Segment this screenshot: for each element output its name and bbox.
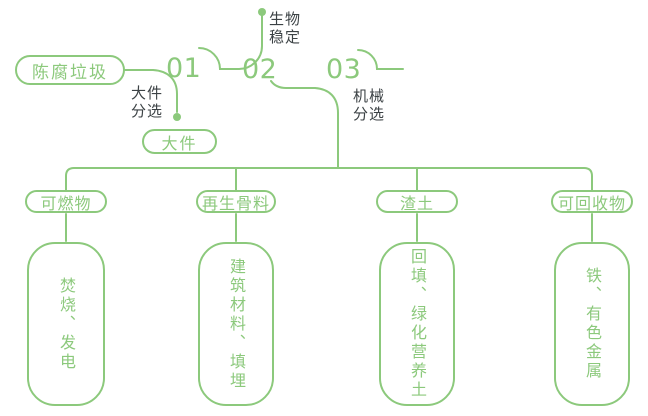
result-text-metals: 铁、有色金属 — [583, 267, 602, 381]
category-pill-recyclables: 可回收物 — [551, 190, 633, 213]
terminal-dot-bio — [258, 8, 266, 16]
wire-02-bio-branch — [238, 15, 263, 70]
result-text-backfill: 回填、绿化营养土 — [408, 248, 427, 400]
category-pill-recycled-aggregate: 再生骨料 — [196, 190, 276, 213]
wire-01-to-large-item — [152, 69, 178, 113]
source-pill: 陈腐垃圾 — [15, 55, 125, 85]
step-number-01: 01 — [166, 53, 202, 84]
process-label-bulky-sorting: 大件分选 — [131, 84, 164, 120]
result-pill-incineration: 焚烧、发电 — [27, 242, 105, 406]
category-pill-combustibles: 可燃物 — [25, 190, 107, 213]
category-pill-slag-soil: 渣土 — [376, 190, 458, 213]
wire-03-arc — [357, 49, 404, 70]
terminal-dot-large-item — [173, 113, 181, 121]
wire-distribution-bus — [65, 167, 593, 191]
step-number-02: 02 — [242, 54, 278, 85]
result-pill-building-materials: 建筑材料、填埋 — [198, 242, 274, 406]
process-label-bio-stabilization: 生物稳定 — [269, 10, 302, 46]
result-text-incineration: 焚烧、发电 — [57, 276, 76, 372]
result-pill-backfill: 回填、绿化营养土 — [379, 242, 455, 406]
result-pill-metals: 铁、有色金属 — [554, 242, 630, 406]
wire-02-to-distribution — [270, 80, 339, 169]
wire-01-arc — [198, 47, 240, 70]
output-pill-large-item: 大件 — [142, 129, 217, 154]
step-number-03: 03 — [326, 54, 362, 85]
result-text-building-materials: 建筑材料、填埋 — [227, 257, 246, 391]
process-label-mechanical-sorting: 机械分选 — [353, 87, 386, 123]
